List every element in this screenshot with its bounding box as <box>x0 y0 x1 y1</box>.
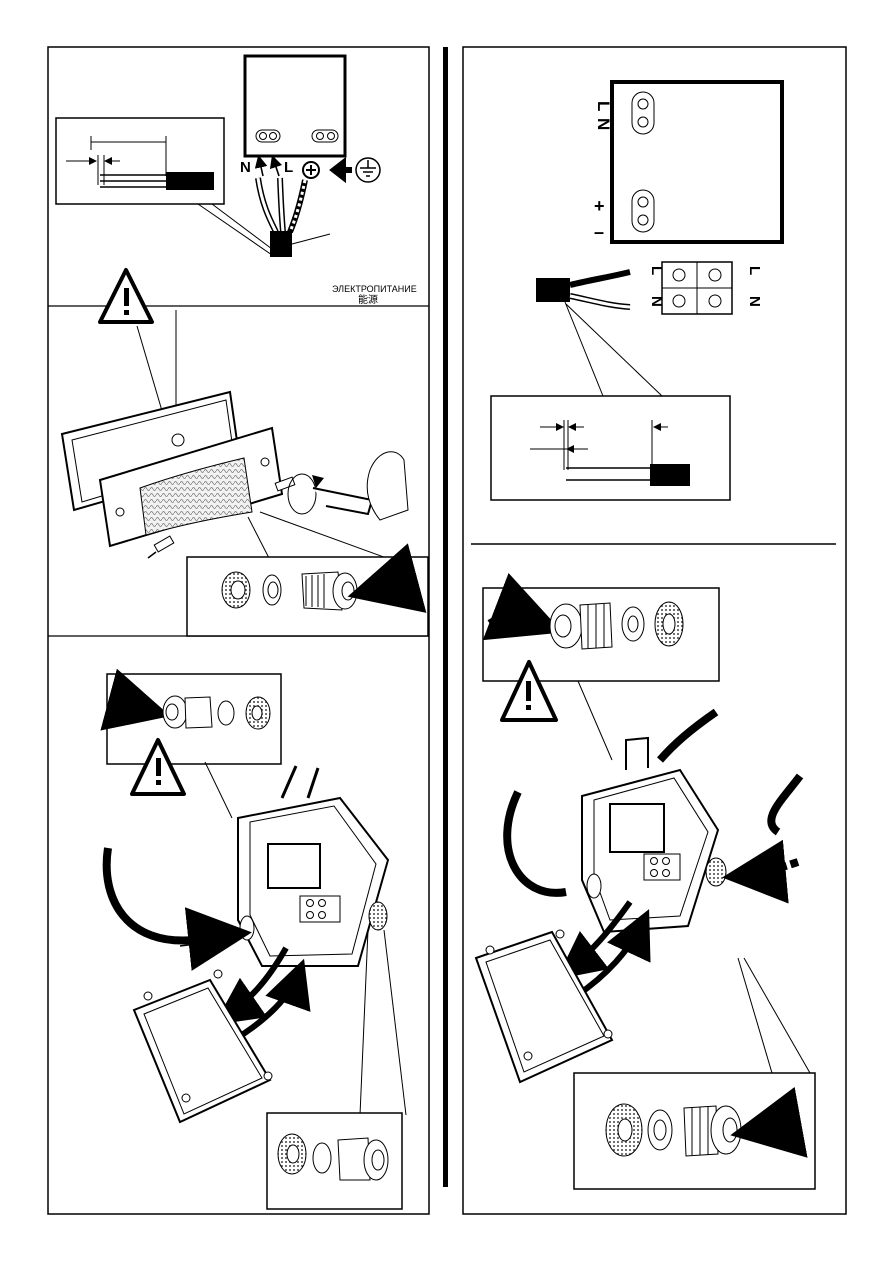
earth-arrow-icon <box>334 163 352 177</box>
terminal-block-right <box>312 130 338 142</box>
cable-sheath <box>270 231 292 257</box>
cable-entry <box>172 434 184 446</box>
hand <box>367 452 408 520</box>
terminal-block <box>662 262 732 314</box>
right-panel-connection: L N + – L L N N <box>471 82 836 544</box>
cable-leader <box>292 234 330 244</box>
power-caption-ru: ЭЛЕКТРОПИТАНИЕ <box>332 284 417 294</box>
right-column: L N + – L L N N <box>463 47 846 1214</box>
ground-symbol-icon <box>356 158 380 182</box>
neutral-label: N <box>240 159 251 176</box>
left-column: N L <box>48 47 429 1214</box>
left-panel-supply-wiring: N L <box>56 56 417 306</box>
ln-terminal <box>632 92 654 134</box>
detail-cable-sheath <box>650 464 690 486</box>
neutral-insert-arrow <box>259 158 263 176</box>
through-cable-right <box>771 776 800 832</box>
tb-neutral-left: N <box>648 296 665 307</box>
hex-key-icon <box>313 488 372 514</box>
insert-arrow-icon <box>198 934 236 938</box>
terminal-block-left <box>256 130 280 142</box>
terminal-block <box>644 854 680 880</box>
junction-box-lid <box>476 932 612 1082</box>
junction-box-terminal <box>610 804 664 852</box>
through-cable-top <box>660 712 716 760</box>
detail-cable-sheath <box>166 172 214 190</box>
junction-box-lid <box>134 980 270 1122</box>
cable-sheath <box>536 278 570 302</box>
live-insert-arrow <box>273 158 279 176</box>
left-panel-cover-removal <box>62 270 428 636</box>
column-separator <box>443 47 448 1187</box>
supply-cable <box>107 848 194 941</box>
strip-length-detail <box>491 396 730 500</box>
neutral-label: N <box>594 118 613 130</box>
tb-live-left: L <box>648 266 665 275</box>
terminal-block <box>300 896 340 922</box>
right-panel-junction-box <box>476 588 815 1189</box>
tb-live-right: L <box>746 266 763 275</box>
supply-cable <box>507 792 566 893</box>
dc-terminal <box>632 190 654 232</box>
live-label: L <box>284 159 293 176</box>
junction-box-terminal <box>268 844 320 888</box>
left-panel-junction-box <box>107 674 406 1209</box>
warning-triangle-icon <box>100 270 152 322</box>
rotation-arrow-icon <box>288 474 316 514</box>
screw-icon <box>148 536 174 558</box>
plus-label: + <box>594 196 605 216</box>
insert-arrow-icon <box>738 862 798 876</box>
power-caption-zh: 能源 <box>358 293 378 306</box>
earth-terminal-icon <box>303 162 319 178</box>
minus-label: – <box>594 222 604 242</box>
live-label: L <box>594 101 613 111</box>
tb-neutral-right: N <box>746 296 763 307</box>
live-wire <box>570 272 630 285</box>
